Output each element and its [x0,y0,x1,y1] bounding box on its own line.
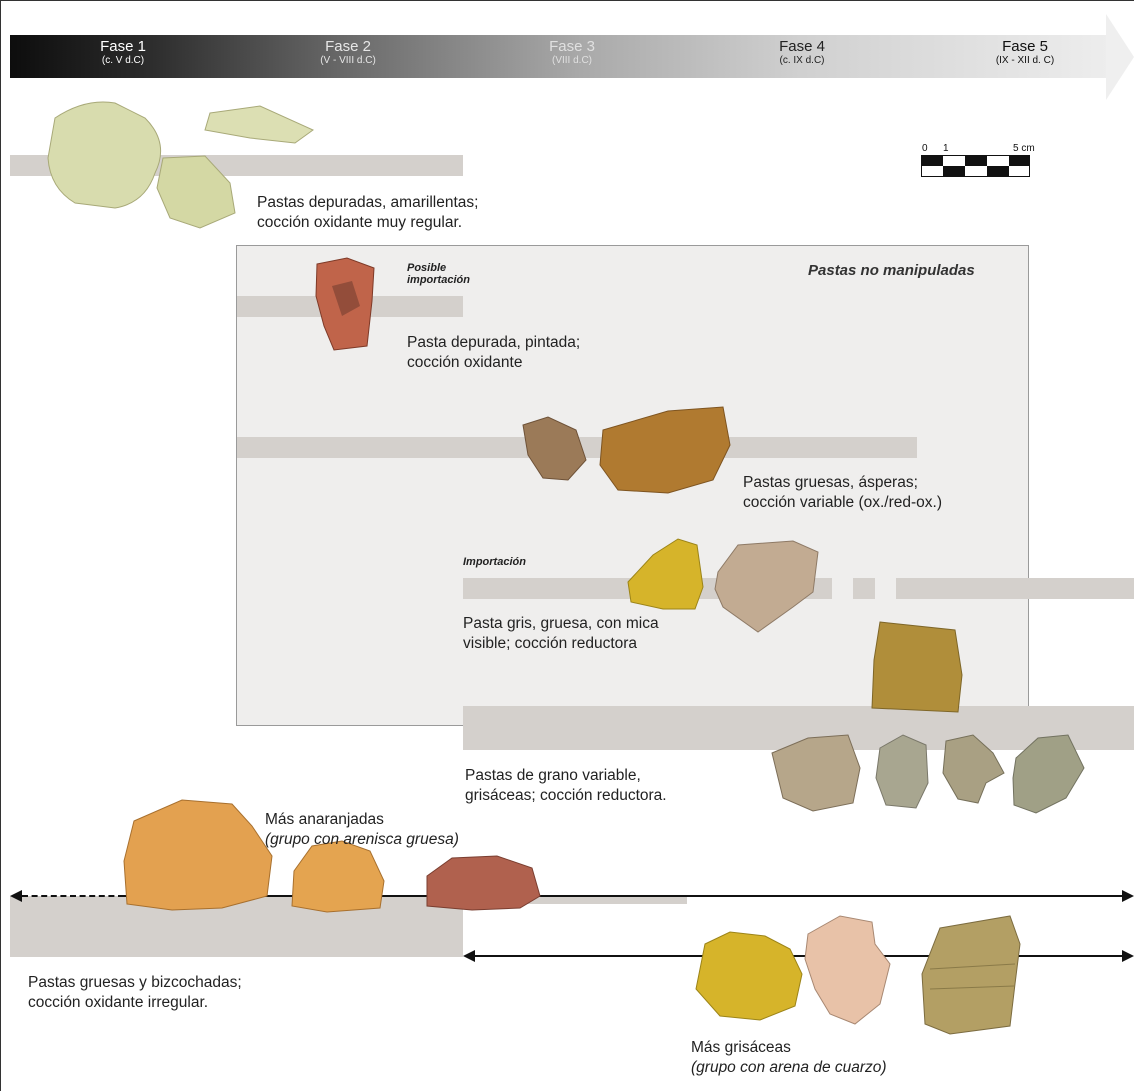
group-1-line-1: Pastas depuradas, amarillentas; [257,193,478,213]
group-3-line-1: Pastas gruesas, ásperas; [743,473,942,493]
range-bar-group-4c [896,578,1134,599]
phase-2: Fase 2 (V - VIII d.C) [278,38,418,66]
box-title: Pastas no manipuladas [808,261,975,281]
group-4-label: Pasta gris, gruesa, con mica visible; co… [463,614,659,654]
phase-3-dates: (VIII d.C) [502,55,642,66]
grey-group-arrow-head [1122,950,1134,962]
left-arrow-head [10,890,22,902]
group-2-line-2: cocción oxidante [407,353,580,373]
phase-5-name: Fase 5 [955,38,1095,55]
orange-group-arrow-head [1122,890,1134,902]
phase-3-name: Fase 3 [502,38,642,55]
group-6-grey-line-1: Más grisáceas [691,1038,887,1058]
group-4-line-2: visible; cocción reductora [463,634,659,654]
group-1-label: Pastas depuradas, amarillentas; cocción … [257,193,478,233]
group-2-line-1: Pasta depurada, pintada; [407,333,580,353]
phase-5: Fase 5 (IX - XII d. C) [955,38,1095,66]
group-4-note: Importación [463,556,526,568]
dashed-extension-line [22,895,124,897]
group-2-note-line-2: importación [407,274,470,286]
sherd-group-5-row [768,733,1088,818]
timeline-arrow-head [1106,14,1134,100]
group-2-note-line-1: Posible [407,262,470,274]
sherd-group-5-top [870,620,965,715]
phase-1: Fase 1 (c. V d.C) [53,38,193,66]
phase-4-dates: (c. IX d.C) [732,55,872,66]
group-2-label: Pasta depurada, pintada; cocción oxidant… [407,333,580,373]
phase-4: Fase 4 (c. IX d.C) [732,38,872,66]
phase-2-name: Fase 2 [278,38,418,55]
group-6-line-2: cocción oxidante irregular. [28,993,242,1013]
phase-1-name: Fase 1 [53,38,193,55]
sherd-group-3 [518,405,733,495]
scale-label-0: 0 [922,143,928,154]
group-3-line-2: cocción variable (ox./red-ox.) [743,493,942,513]
group-6-grey-line-2: (grupo con arena de cuarzo) [691,1058,887,1078]
group-6-orange-line-1: Más anaranjadas [265,810,459,830]
group-1-line-2: cocción oxidante muy regular. [257,213,478,233]
group-6-label: Pastas gruesas y bizcochadas; cocción ox… [28,973,242,1013]
phase-5-dates: (IX - XII d. C) [955,55,1095,66]
phase-3: Fase 3 (VIII d.C) [502,38,642,66]
scale-label-5: 5 cm [1013,143,1035,154]
group-6-orange-label: Más anaranjadas (grupo con arenisca grue… [265,810,459,850]
scale-label-1: 1 [943,143,949,154]
sherd-group-2 [312,256,382,352]
phase-4-name: Fase 4 [732,38,872,55]
group-6-orange-line-2: (grupo con arenisca gruesa) [265,830,459,850]
group-5-line-1: Pastas de grano variable, [465,766,667,786]
group-2-note: Posible importación [407,262,470,286]
grey-group-arrow-tail [463,950,475,962]
group-6-line-1: Pastas gruesas y bizcochadas; [28,973,242,993]
phase-2-dates: (V - VIII d.C) [278,55,418,66]
phase-1-dates: (c. V d.C) [53,55,193,66]
group-4-line-1: Pasta gris, gruesa, con mica [463,614,659,634]
sherd-group-6-grey [690,914,1030,1039]
group-3-label: Pastas gruesas, ásperas; cocción variabl… [743,473,942,513]
range-bar-group-4b [853,578,875,599]
group-6-grey-label: Más grisáceas (grupo con arena de cuarzo… [691,1038,887,1078]
scale-checker [921,155,1031,177]
